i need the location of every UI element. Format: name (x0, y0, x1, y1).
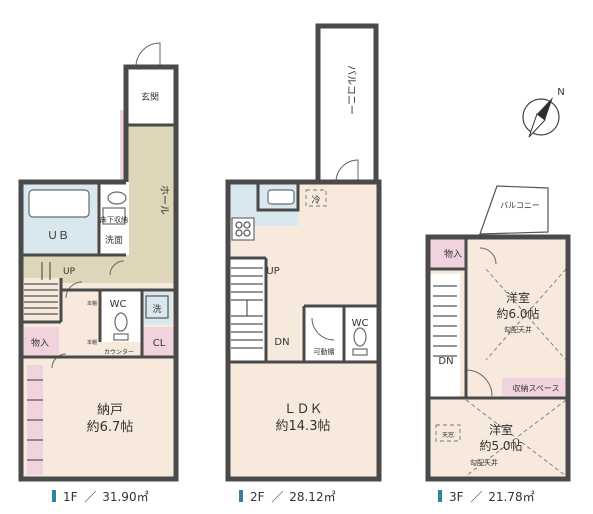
3f-stairs (433, 285, 457, 357)
3f-room-a-label: 洋室 (506, 290, 530, 305)
summary-1f: 1F ／ 31.90㎡ (52, 490, 149, 504)
3f-room-a-size: 約6.0帖 (496, 306, 539, 321)
2f-balcony-fill (318, 26, 376, 182)
1f-up-label: UP (63, 267, 76, 277)
3f-storage-label: 物入 (444, 248, 462, 260)
2f-balcony-door (335, 159, 359, 183)
1f-closet-fill (143, 327, 176, 357)
3f-ceiling-diagonal-a1 (485, 268, 567, 361)
2f-walls (225, 23, 382, 482)
2f-ldk-size: 約14.3帖 (276, 419, 331, 434)
svg-text:ホール: ホール (158, 185, 170, 215)
2f-shelf-label: 可動棚 (314, 347, 335, 356)
1f-entrance-door (135, 42, 161, 68)
1f-underfloor-label: 床下収納 (100, 215, 128, 224)
2f-stairs (231, 267, 263, 349)
1f-storage-box (102, 207, 126, 225)
2f-burner-2 (243, 221, 251, 229)
1f-storage-fill (21, 327, 59, 357)
2f-cooktop (231, 217, 255, 241)
2f-dn-label: DN (274, 337, 289, 348)
summary-marker-3f (438, 490, 442, 502)
floor-1f: 玄関 ホール ＵＢ 床下収納 洗面 UP WC 洗 本棚 本棚 カウンター 物入… (18, 42, 179, 482)
2f-wc-label: WC (352, 318, 369, 329)
north-arrow-icon: N (522, 87, 565, 138)
1f-washroom-label: 洗面 (105, 234, 123, 246)
1f-toilet-bowl (114, 312, 128, 332)
summary-marker-2f (239, 490, 243, 502)
2f-ldk-label: ＬＤＫ (283, 402, 322, 417)
summary-2f: 2F ／ 28.12㎡ (239, 490, 336, 504)
1f-sink (107, 191, 127, 205)
1f-shelves (27, 379, 43, 461)
3f-balcony (479, 185, 549, 235)
1f-bathtub (28, 189, 90, 218)
3f-room-a-door (465, 369, 493, 397)
2f-burner-1 (235, 221, 243, 229)
1f-walls (18, 64, 179, 482)
1f-shelf-b-label: 本棚 (87, 339, 97, 346)
3f-ceiling-diagonal-a2 (485, 268, 567, 361)
summary-2f-text: 2F ／ 28.12㎡ (250, 490, 336, 504)
1f-storage-label: 物入 (31, 337, 49, 349)
2f-up-label: UP (266, 266, 279, 277)
1f-entrance-fill (126, 83, 176, 125)
2f-burner-3 (235, 229, 243, 237)
1f-stair-door (65, 281, 83, 299)
2f-toilet-bowl (353, 327, 367, 347)
floor-3f: バルコニー 物入 洋室 約6.0帖 勾配天井 DN 収納スペース 天窓 洋室 約… (425, 185, 571, 482)
summary-1f-text: 1F ／ 31.90㎡ (63, 490, 149, 504)
1f-washspace-label: 洗 (152, 303, 161, 315)
1f-toilet-tank (113, 333, 129, 341)
1f-hall-label: ホール (158, 185, 170, 215)
2f-fridge-label: 冷 (311, 194, 320, 206)
1f-closet-label: CL (153, 338, 166, 349)
3f-storage-space-fill (502, 378, 568, 396)
3f-room-b-size: 約5.0帖 (479, 438, 522, 453)
3f-storage-fill (428, 237, 466, 269)
1f-stairs (24, 262, 58, 315)
2f-fridge-space (305, 189, 327, 207)
1f-counter-label: カウンター (104, 348, 134, 356)
3f-storage-space-label: 収納スペース (512, 383, 559, 393)
2f-kitchen-sink (267, 189, 295, 205)
1f-bath-label: ＵＢ (47, 229, 69, 242)
north-label: N (557, 87, 564, 98)
summary-marker-1f (52, 490, 56, 502)
2f-wc-door (311, 317, 335, 341)
2f-balcony-label: バルコニー (345, 65, 357, 115)
1f-wash-door (109, 260, 125, 276)
3f-walls (425, 234, 571, 482)
3f-balcony-label: バルコニー (500, 201, 540, 210)
3f-skylight-label: 天窓 (442, 431, 454, 439)
3f-balcony-door (479, 247, 497, 265)
3f-ceiling-b-label: 勾配天井 (470, 458, 498, 467)
1f-wc-label: WC (110, 299, 127, 310)
summary-3f-text: 3F ／ 21.78㎡ (449, 490, 535, 504)
1f-entrance-label: 玄関 (141, 91, 159, 103)
floor-2f: バルコニー 冷 UP DN WC 可動棚 ＬＤＫ 約14.3帖 (225, 23, 382, 482)
3f-dn-label: DN (438, 356, 453, 367)
3f-skylight-box (435, 424, 461, 442)
summary-3f: 3F ／ 21.78㎡ (438, 490, 535, 504)
2f-shelf-fill (304, 306, 344, 360)
1f-shelf-a-label: 本棚 (87, 300, 97, 307)
3f-room-b-label: 洋室 (489, 422, 513, 437)
svg-text:バルコニー: バルコニー (345, 65, 357, 115)
1f-storeroom-label: 納戸 (97, 403, 123, 418)
2f-toilet-tank (352, 348, 368, 356)
3f-ceiling-a-label: 勾配天井 (504, 325, 532, 334)
2f-burner-4 (243, 229, 251, 237)
1f-storeroom-size: 約6.7帖 (87, 420, 134, 435)
1f-washer-pan (145, 295, 169, 319)
1f-stair-fill (21, 278, 61, 322)
